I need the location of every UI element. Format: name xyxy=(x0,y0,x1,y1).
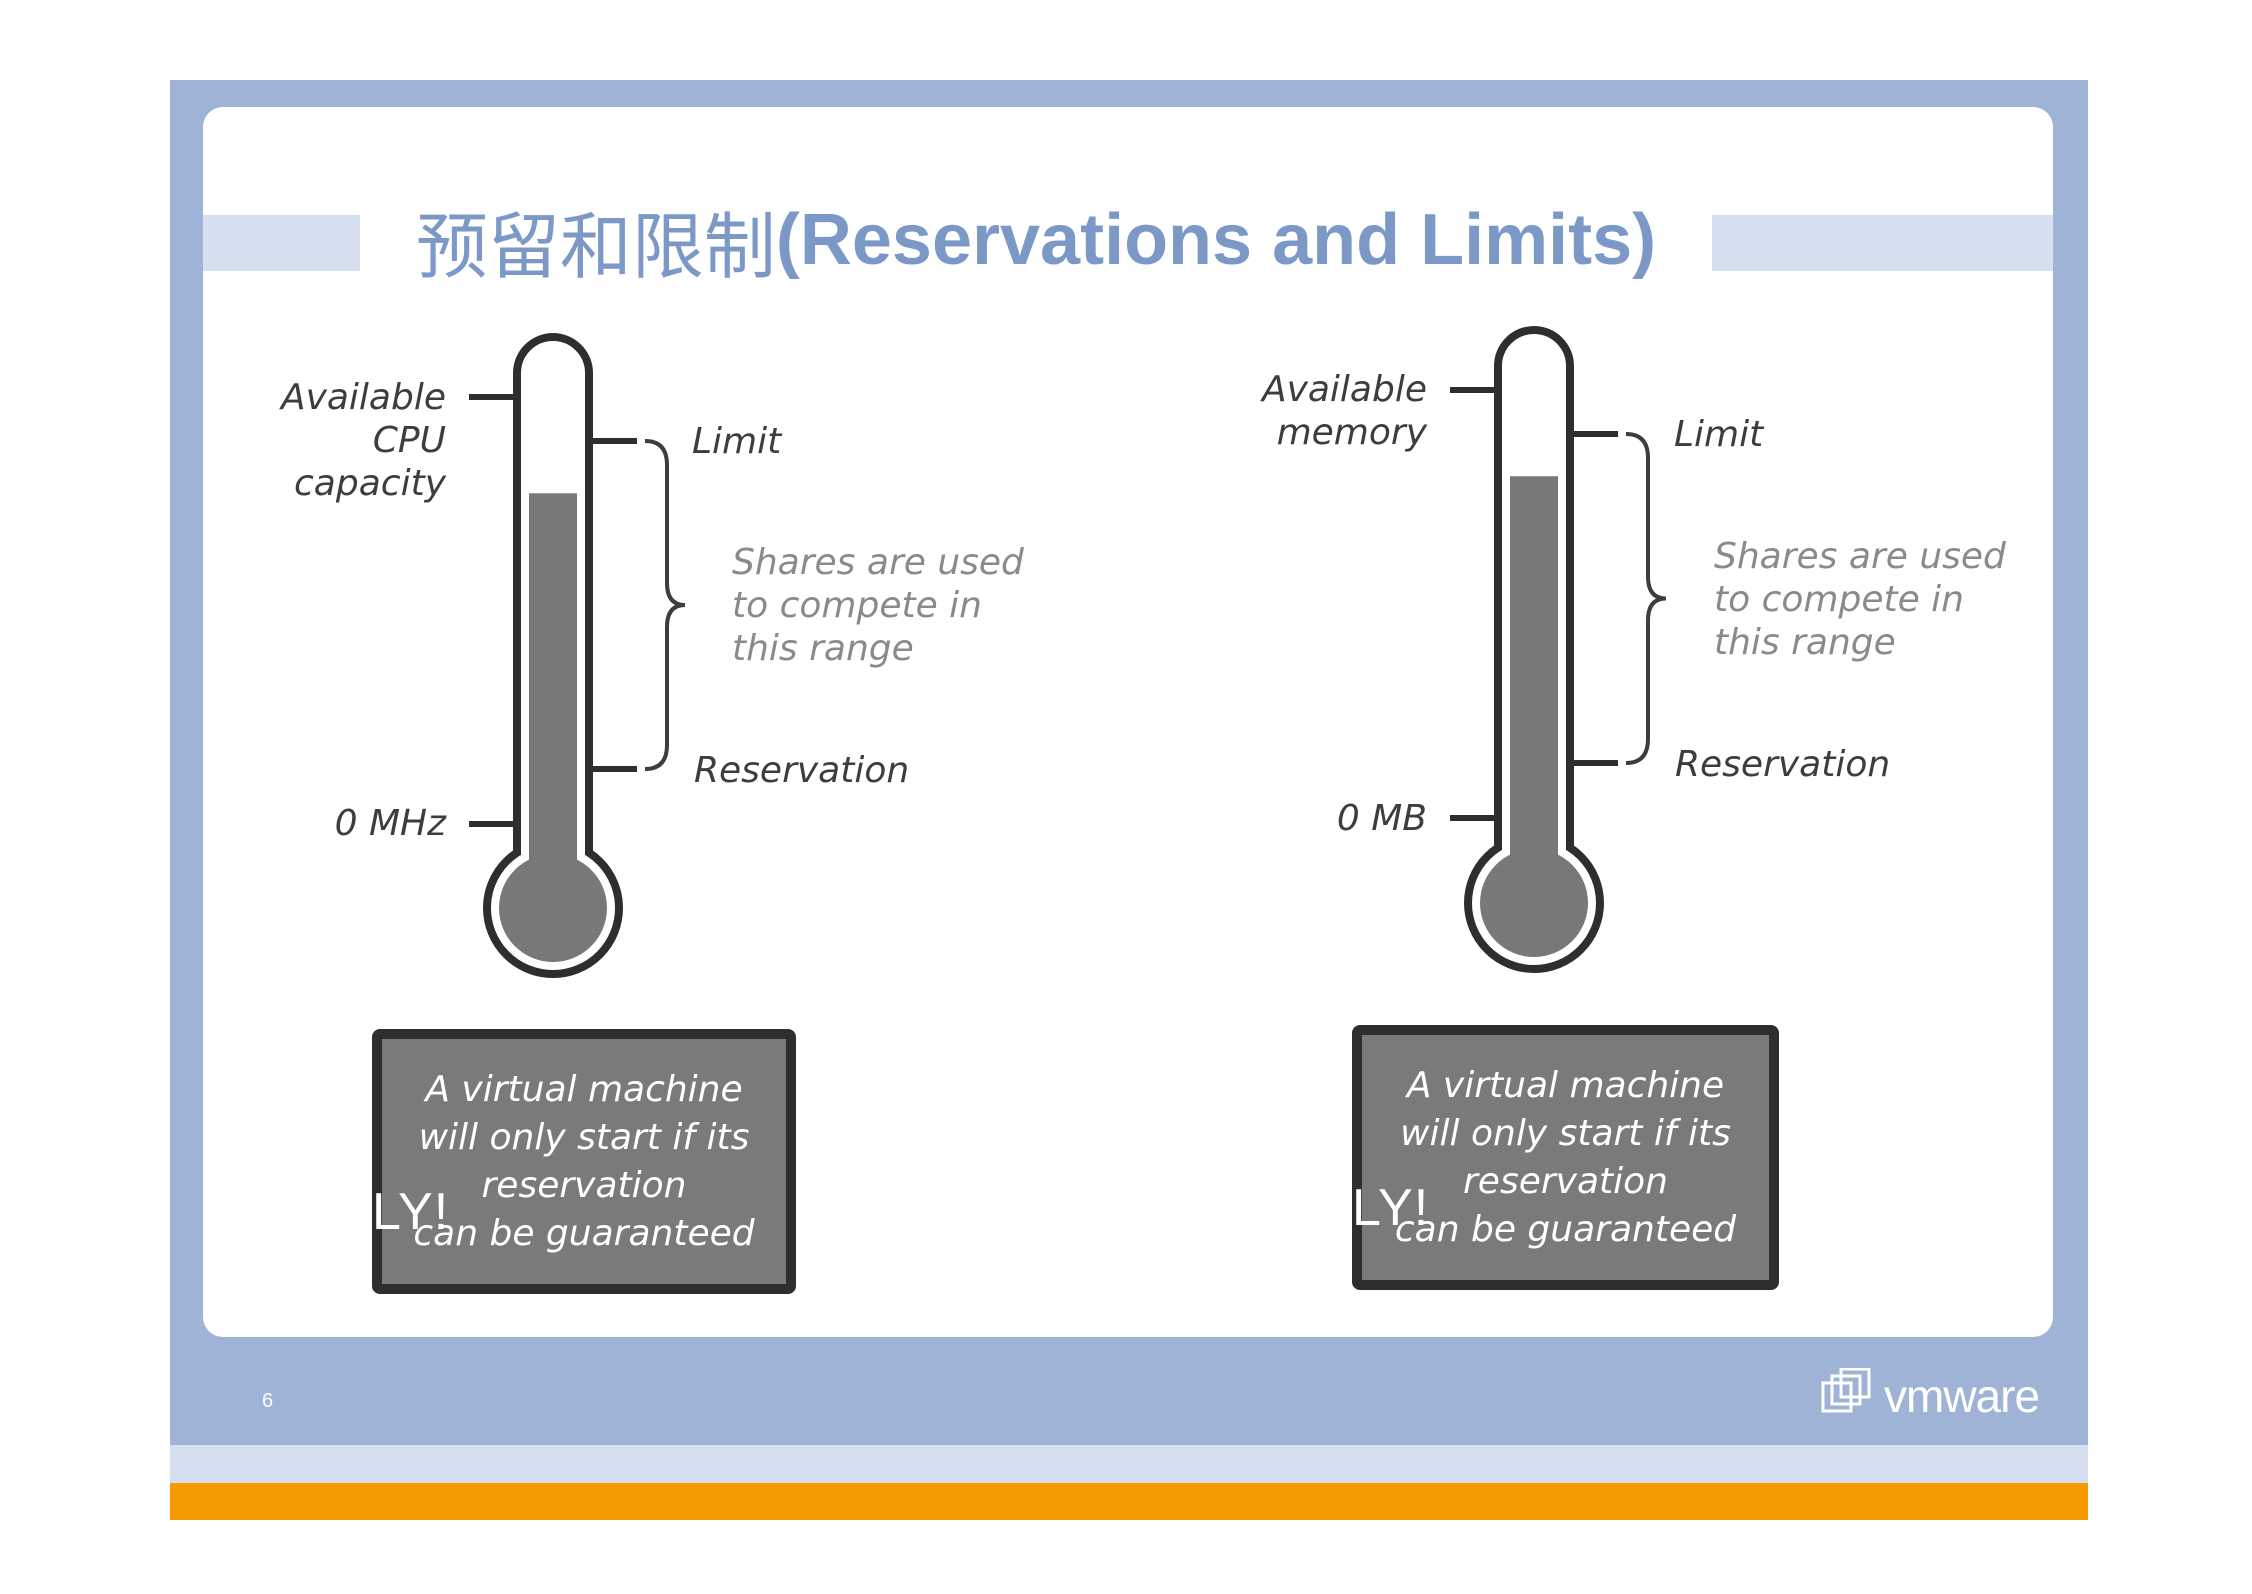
vmware-logo-text: vmware xyxy=(1884,1370,2040,1422)
memory-shares-range-label: Shares are used to compete in this range xyxy=(1714,536,2006,663)
footer-band xyxy=(170,1445,2088,1483)
footer-accent-band xyxy=(170,1483,2088,1520)
memory-note-box: A virtual machine will only start if its… xyxy=(1352,1025,1779,1290)
page-title: 预留和限制(Reservations and Limits) xyxy=(360,185,1712,295)
memory-level-fill xyxy=(1510,476,1558,883)
cpu-bulb-fill xyxy=(499,854,607,962)
cpu-note-text: A virtual machine will only start if its… xyxy=(413,1068,755,1254)
memory-reservation-label: Reservation xyxy=(1675,744,1891,785)
cpu-shares-range-label: Shares are used to compete in this range xyxy=(732,542,1024,669)
memory-available-label: Available memory xyxy=(1261,369,1427,453)
cpu-limit-label: Limit xyxy=(692,421,782,462)
page-title-cjk: 预留和限制 xyxy=(415,204,776,289)
title-band-left xyxy=(203,215,363,271)
memory-thermometer xyxy=(1450,326,1667,973)
cpu-range-brace xyxy=(644,439,686,771)
cpu-thermometer xyxy=(469,333,686,978)
memory-overlay-text: LY! xyxy=(1352,1179,1430,1237)
cpu-overlay-text: LY! xyxy=(372,1183,450,1241)
vmware-logo: vmware xyxy=(1820,1368,2040,1424)
memory-bulb-fill xyxy=(1480,849,1588,957)
memory-zero-label: 0 MB xyxy=(1336,798,1427,839)
cpu-reservation-label: Reservation xyxy=(694,750,910,791)
memory-limit-label: Limit xyxy=(1674,414,1764,455)
cpu-available-label: Available CPU capacity xyxy=(280,377,446,504)
cpu-level-fill xyxy=(529,493,577,888)
page-title-en: (Reservations and Limits) xyxy=(775,200,1657,280)
memory-range-brace xyxy=(1625,432,1667,765)
memory-note-text: A virtual machine will only start if its… xyxy=(1394,1064,1737,1250)
cpu-zero-label: 0 MHz xyxy=(334,803,446,844)
vmware-squares-icon xyxy=(1821,1368,1871,1413)
title-band-right xyxy=(1690,215,2053,271)
cpu-note-box: A virtual machine will only start if its… xyxy=(372,1029,796,1294)
page-number: 6 xyxy=(262,1390,274,1412)
